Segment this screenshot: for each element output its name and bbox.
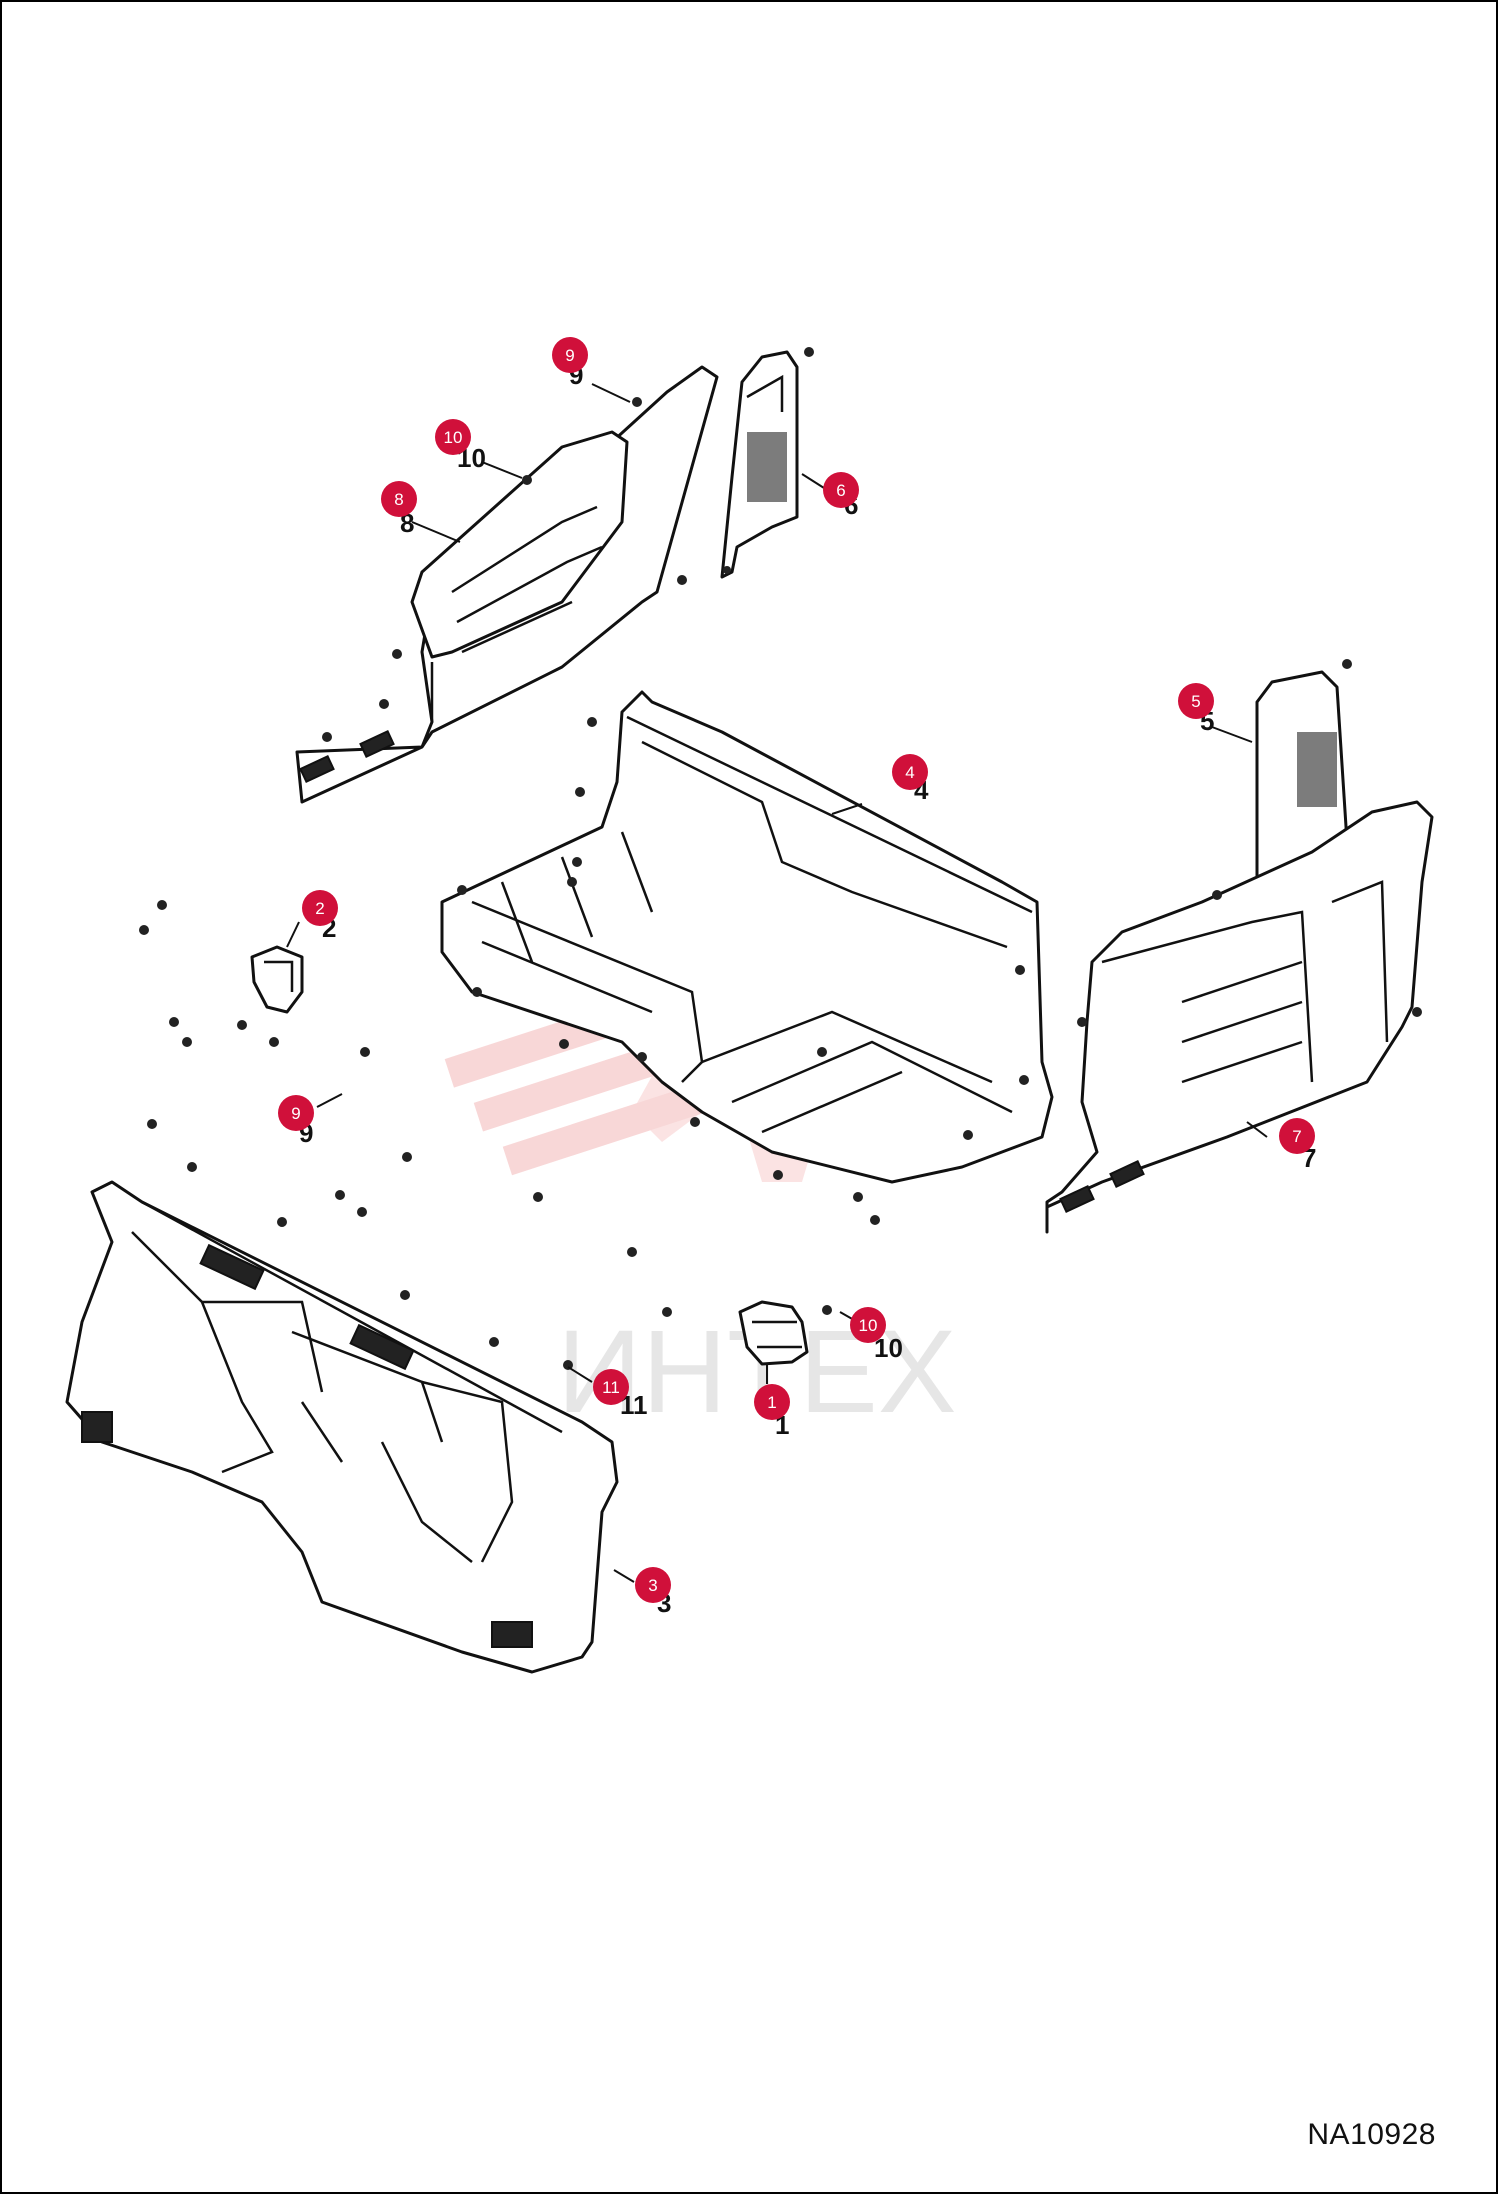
part-8-left-side-panel — [295, 365, 719, 804]
part-7-right-side-panel — [1045, 800, 1434, 1234]
part-4-cargo-floor — [440, 690, 1054, 1184]
svg-text:4: 4 — [905, 763, 914, 782]
callout-3: 3 — [635, 1567, 671, 1603]
svg-text:9: 9 — [291, 1104, 300, 1123]
svg-text:8: 8 — [394, 490, 403, 509]
svg-text:10: 10 — [859, 1316, 878, 1335]
callout-7: 7 — [1279, 1118, 1315, 1154]
svg-text:6: 6 — [836, 481, 845, 500]
svg-text:10: 10 — [444, 428, 463, 447]
svg-text:7: 7 — [1292, 1127, 1301, 1146]
callouts: 9 10 8 6 5 4 2 — [278, 337, 1315, 1603]
callout-11: 11 — [593, 1369, 629, 1405]
svg-text:2: 2 — [315, 899, 324, 918]
callout-10-bottom: 10 — [850, 1307, 886, 1343]
svg-text:9: 9 — [565, 346, 574, 365]
part-5-right-post — [1255, 670, 1349, 884]
svg-text:1: 1 — [767, 1393, 776, 1412]
callout-6: 6 — [823, 472, 859, 508]
callout-10-top: 10 — [435, 419, 471, 455]
callout-4: 4 — [892, 754, 928, 790]
diagram-code-label: NA10928 — [1307, 2118, 1436, 2151]
callout-9-left: 9 — [278, 1095, 314, 1131]
callout-9-top: 9 — [552, 337, 588, 373]
svg-text:3: 3 — [648, 1576, 657, 1595]
part-1-bracket — [738, 1300, 809, 1366]
callout-1: 1 — [754, 1384, 790, 1420]
leader-lines — [286, 383, 1268, 1583]
svg-text:11: 11 — [602, 1378, 620, 1397]
callout-5: 5 — [1178, 683, 1214, 719]
svg-text:5: 5 — [1191, 692, 1200, 711]
callout-8: 8 — [381, 481, 417, 517]
callout-2: 2 — [302, 890, 338, 926]
part-2-bracket — [250, 945, 304, 1014]
part-6-left-post — [720, 350, 799, 579]
part-3-front-wall — [65, 1180, 619, 1674]
